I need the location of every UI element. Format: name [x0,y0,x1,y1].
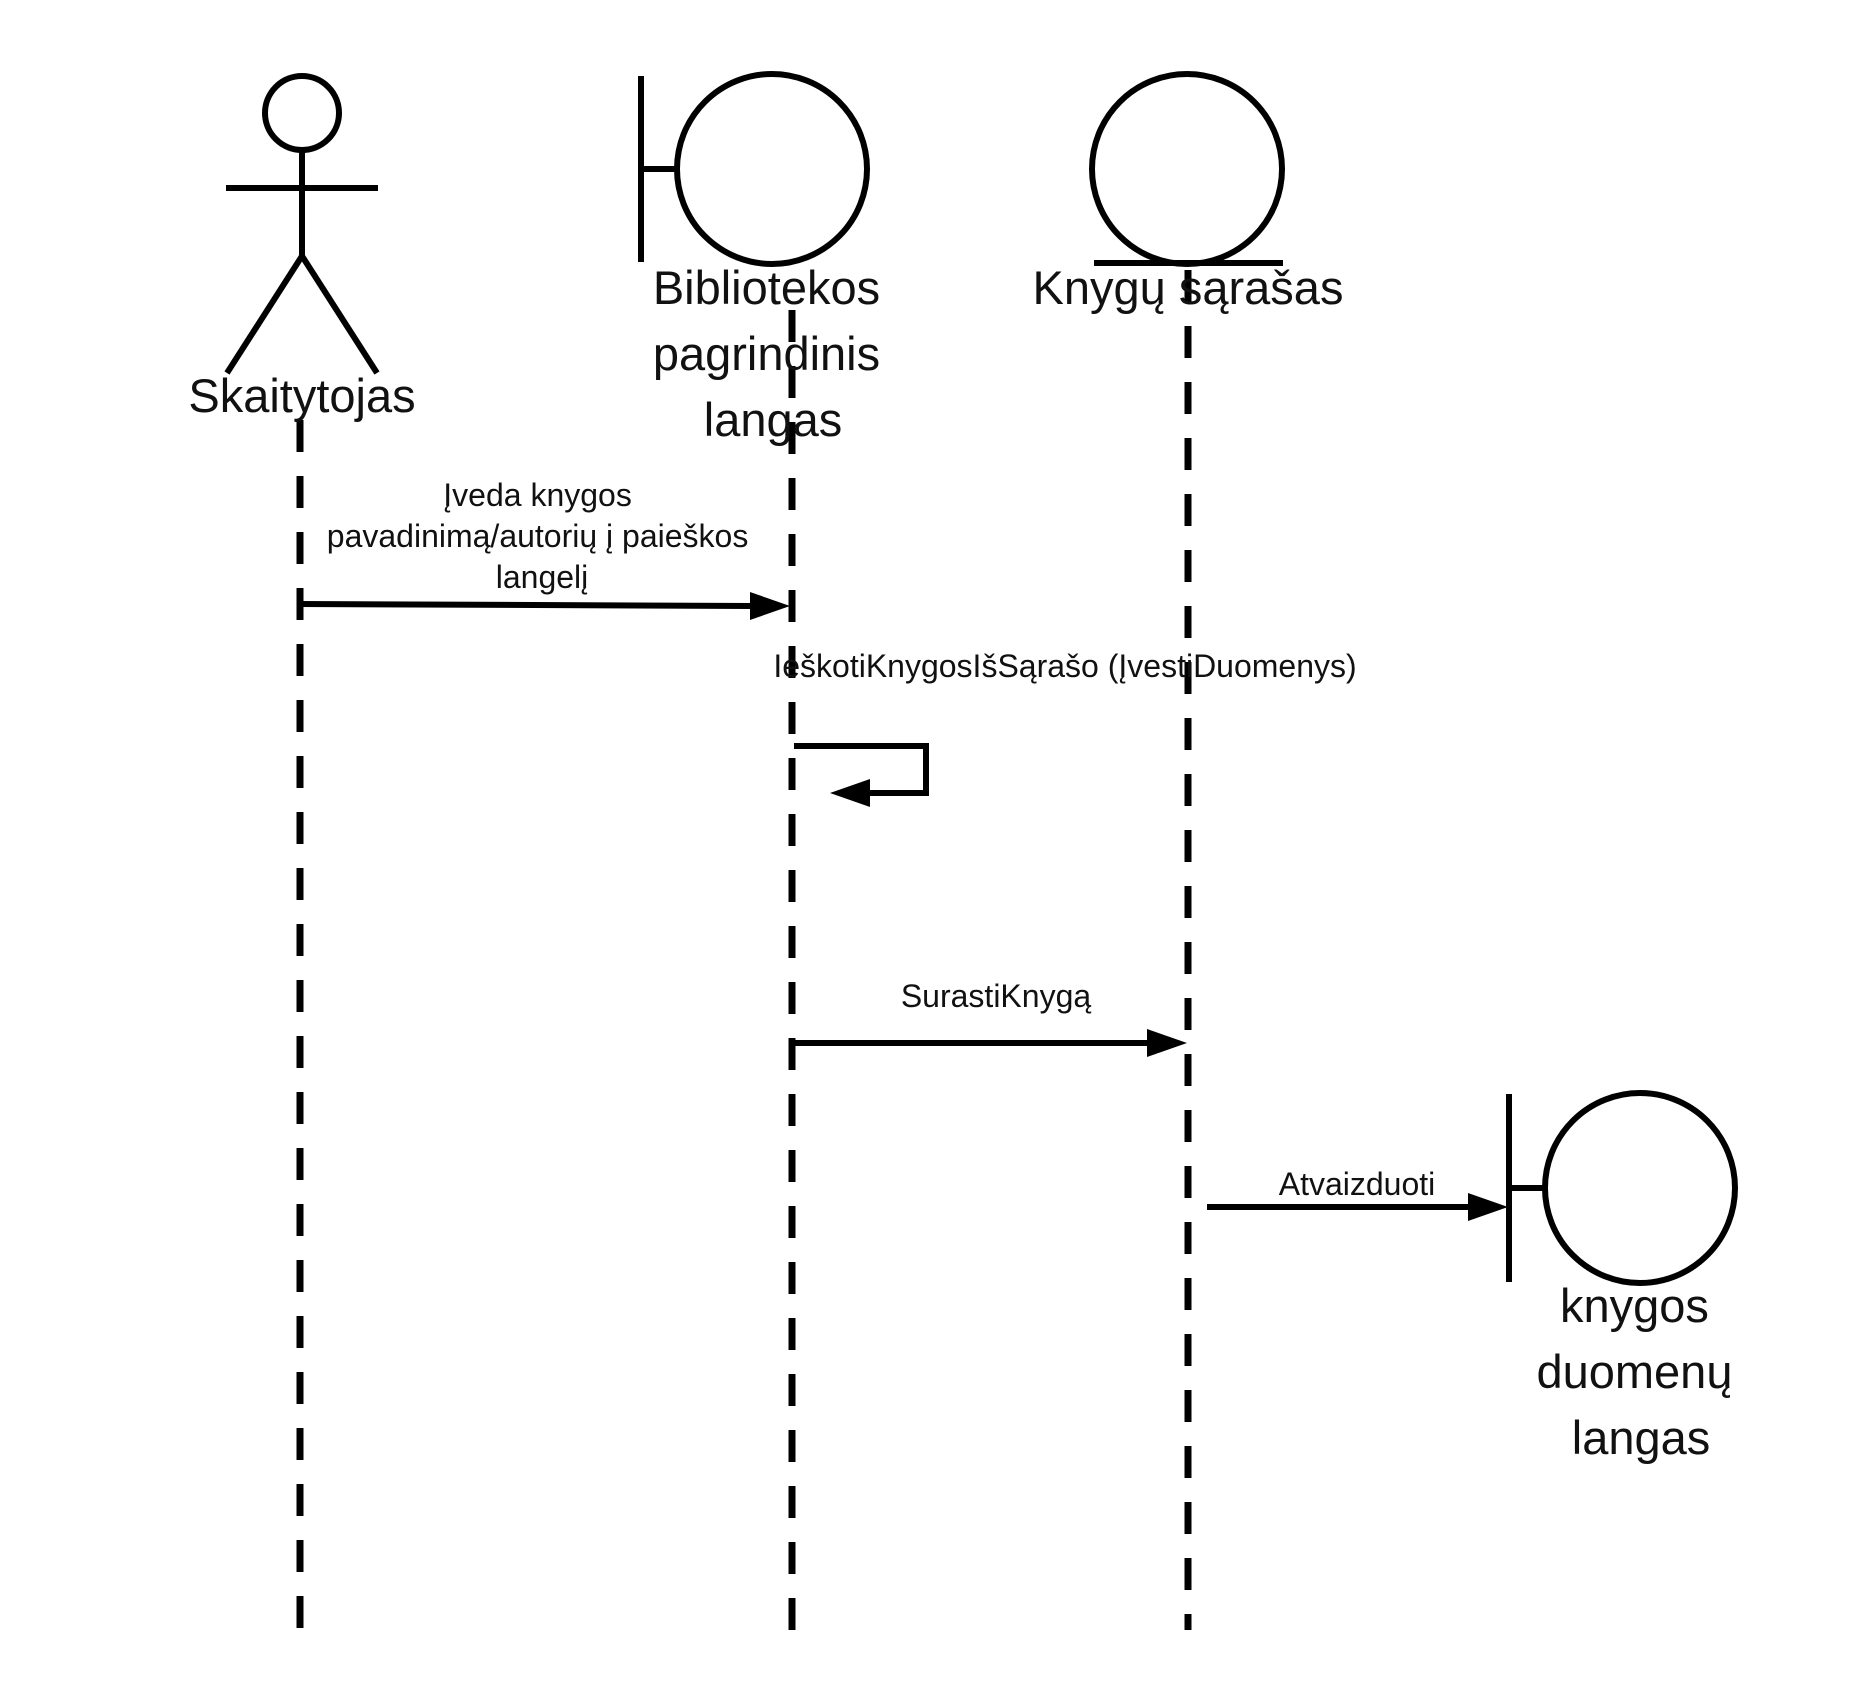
message-label-surasti-knyga: SurastiKnygą [901,978,1092,1014]
entity-icon [1089,71,1285,267]
message-arrow-iveda-knygos [299,592,790,620]
message-arrow-atvaizduoti [1207,1193,1508,1221]
participant-label-knygu-sarasas: Knygų sąrašas [1033,261,1344,314]
message-arrow-self-call [794,743,929,807]
participant-label-knygos-duomenu-langas: knygos duomenų langas [1536,1279,1745,1464]
message-label-iveda-knygos: Įveda knygos pavadinimą/autorių į paiešk… [327,477,757,595]
message-label-atvaizduoti: Atvaizduoti [1279,1166,1436,1202]
actor-icon [224,73,380,375]
message-label-ieskoti-knygos: IeškotiKnygosIšSąrašo (ĮvestiDuomenys) [773,648,1356,684]
message-arrow-surasti-knyga [792,1029,1187,1057]
participant-label-bibliotekos-pagrindinis-langas: Bibliotekos pagrindinis langas [653,261,893,446]
participant-label-skaitytojas: Skaitytojas [188,369,415,422]
boundary-icon [1506,1090,1738,1286]
boundary-icon [638,71,870,267]
